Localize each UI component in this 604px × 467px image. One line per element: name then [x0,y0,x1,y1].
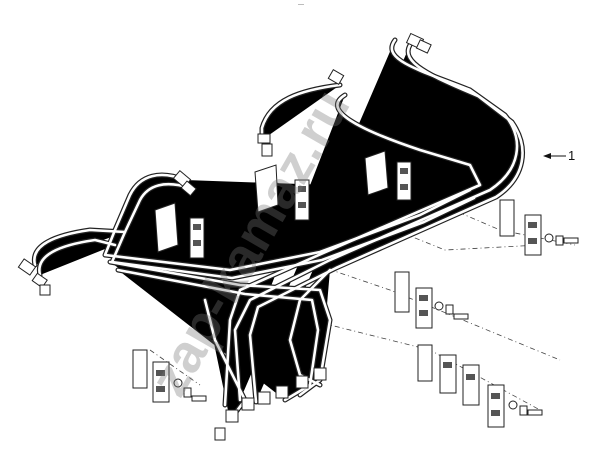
clamp-bracket-4 [499,199,542,256]
pipe-fittings [17,32,432,441]
clamp-bracket-5 [394,271,433,329]
callout-label-1: 1 [568,148,576,163]
clamp-bracket-2 [254,164,310,221]
clamp-bracket-8 [132,349,170,403]
clamp-bracket-1 [154,202,205,259]
top-mark: — [298,2,304,8]
bolt-sets [173,233,579,416]
callout-1-leader [543,153,566,159]
fuel-pipe-bundle [34,40,522,420]
clamp-bracket-6 [417,344,480,406]
clamp-bracket-7 [487,384,505,428]
clamp-bracket-3 [364,150,412,201]
